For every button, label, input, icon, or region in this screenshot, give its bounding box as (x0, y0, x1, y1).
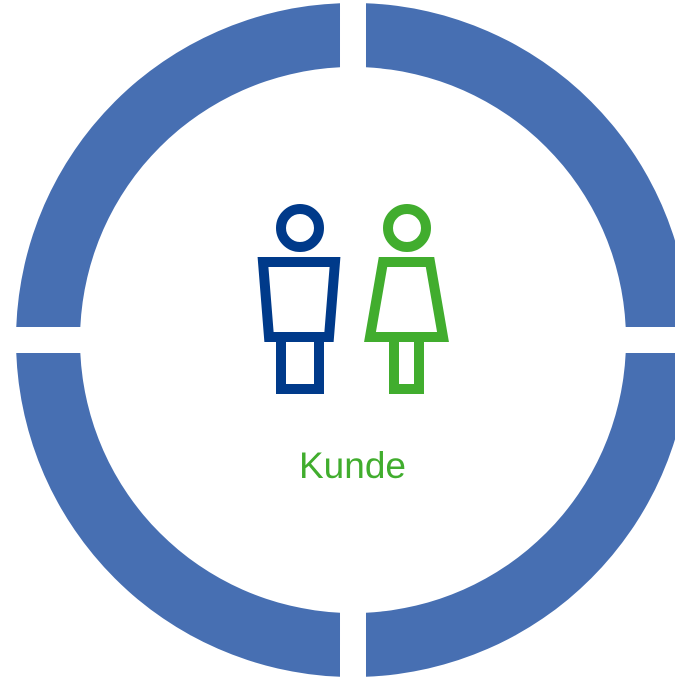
center-label: Kunde (299, 445, 406, 486)
female-person-icon (364, 204, 449, 394)
ring-segment (16, 352, 341, 677)
ring-segment (16, 3, 341, 328)
segmented-ring (16, 3, 675, 677)
male-person-icon (257, 204, 341, 394)
ring-segment (365, 3, 675, 328)
ring-segment (365, 352, 675, 677)
